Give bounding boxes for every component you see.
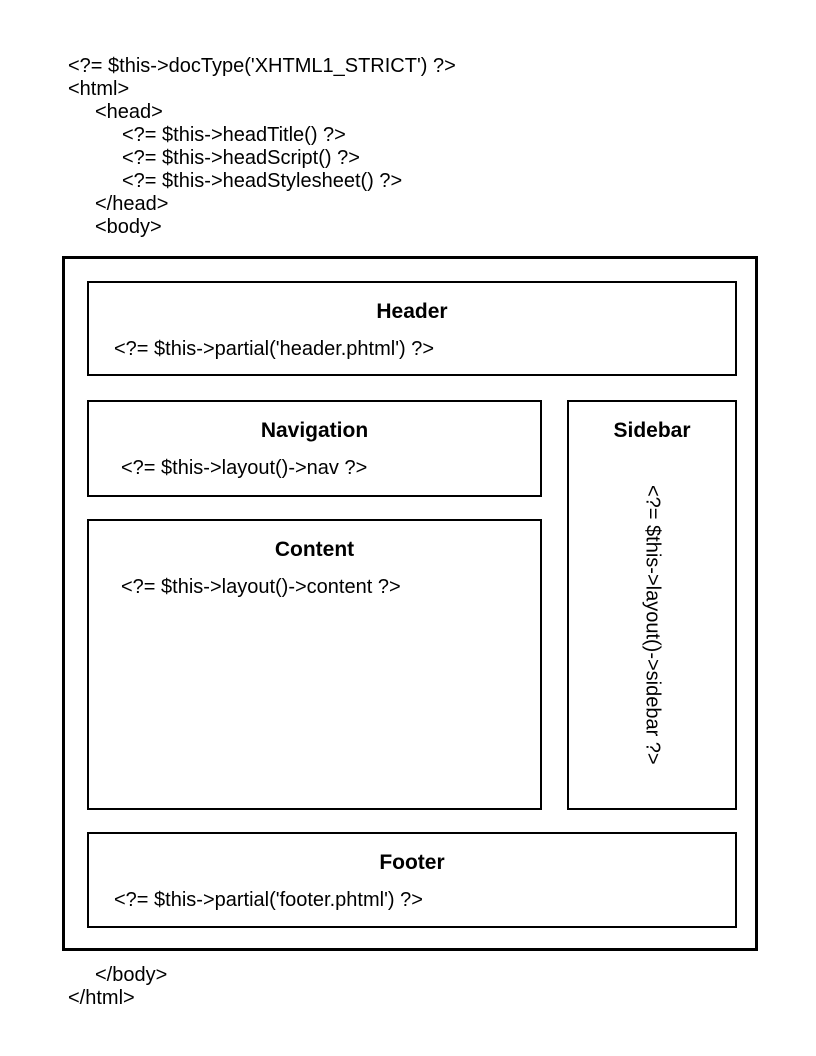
code-line-head-script: <?= $this->headScript() ?> — [122, 147, 360, 169]
code-line-head-close: </head> — [95, 193, 169, 215]
content-box: Content <?= $this->layout()->content ?> — [87, 519, 542, 810]
sidebar-box-code: <?= $this->layout()->sidebar ?> — [641, 485, 664, 765]
code-line-body-close: </body> — [95, 964, 168, 986]
navigation-box-title: Navigation — [260, 419, 369, 442]
footer-box: Footer <?= $this->partial('footer.phtml'… — [87, 832, 737, 928]
navigation-box: Navigation <?= $this->layout()->nav ?> — [87, 400, 542, 497]
sidebar-box: Sidebar <?= $this->layout()->sidebar ?> — [567, 400, 737, 810]
bottom-code-block: </body> </html> — [68, 964, 167, 1010]
header-box: Header <?= $this->partial('header.phtml'… — [87, 281, 737, 376]
navigation-box-code: <?= $this->layout()->nav ?> — [121, 457, 368, 479]
sidebar-vertical-code-wrapper: <?= $this->layout()->sidebar ?> — [569, 454, 735, 796]
code-line-html-close: </html> — [68, 987, 135, 1009]
top-code-block: <?= $this->docType('XHTML1_STRICT') ?> <… — [68, 55, 456, 239]
content-box-title: Content — [274, 538, 355, 561]
code-line-html-open: <html> — [68, 78, 130, 100]
code-line-head-title: <?= $this->headTitle() ?> — [122, 124, 346, 146]
code-line-head-stylesheet: <?= $this->headStylesheet() ?> — [122, 170, 403, 192]
code-line-body-open: <body> — [95, 216, 162, 238]
footer-box-title: Footer — [379, 851, 445, 874]
header-box-title: Header — [376, 300, 448, 323]
code-line-head-open: <head> — [95, 101, 163, 123]
header-box-code: <?= $this->partial('header.phtml') ?> — [114, 338, 435, 360]
sidebar-box-title: Sidebar — [613, 419, 691, 442]
footer-box-code: <?= $this->partial('footer.phtml') ?> — [114, 889, 423, 911]
code-line-doctype: <?= $this->docType('XHTML1_STRICT') ?> — [68, 55, 456, 77]
content-box-code: <?= $this->layout()->content ?> — [121, 576, 401, 598]
